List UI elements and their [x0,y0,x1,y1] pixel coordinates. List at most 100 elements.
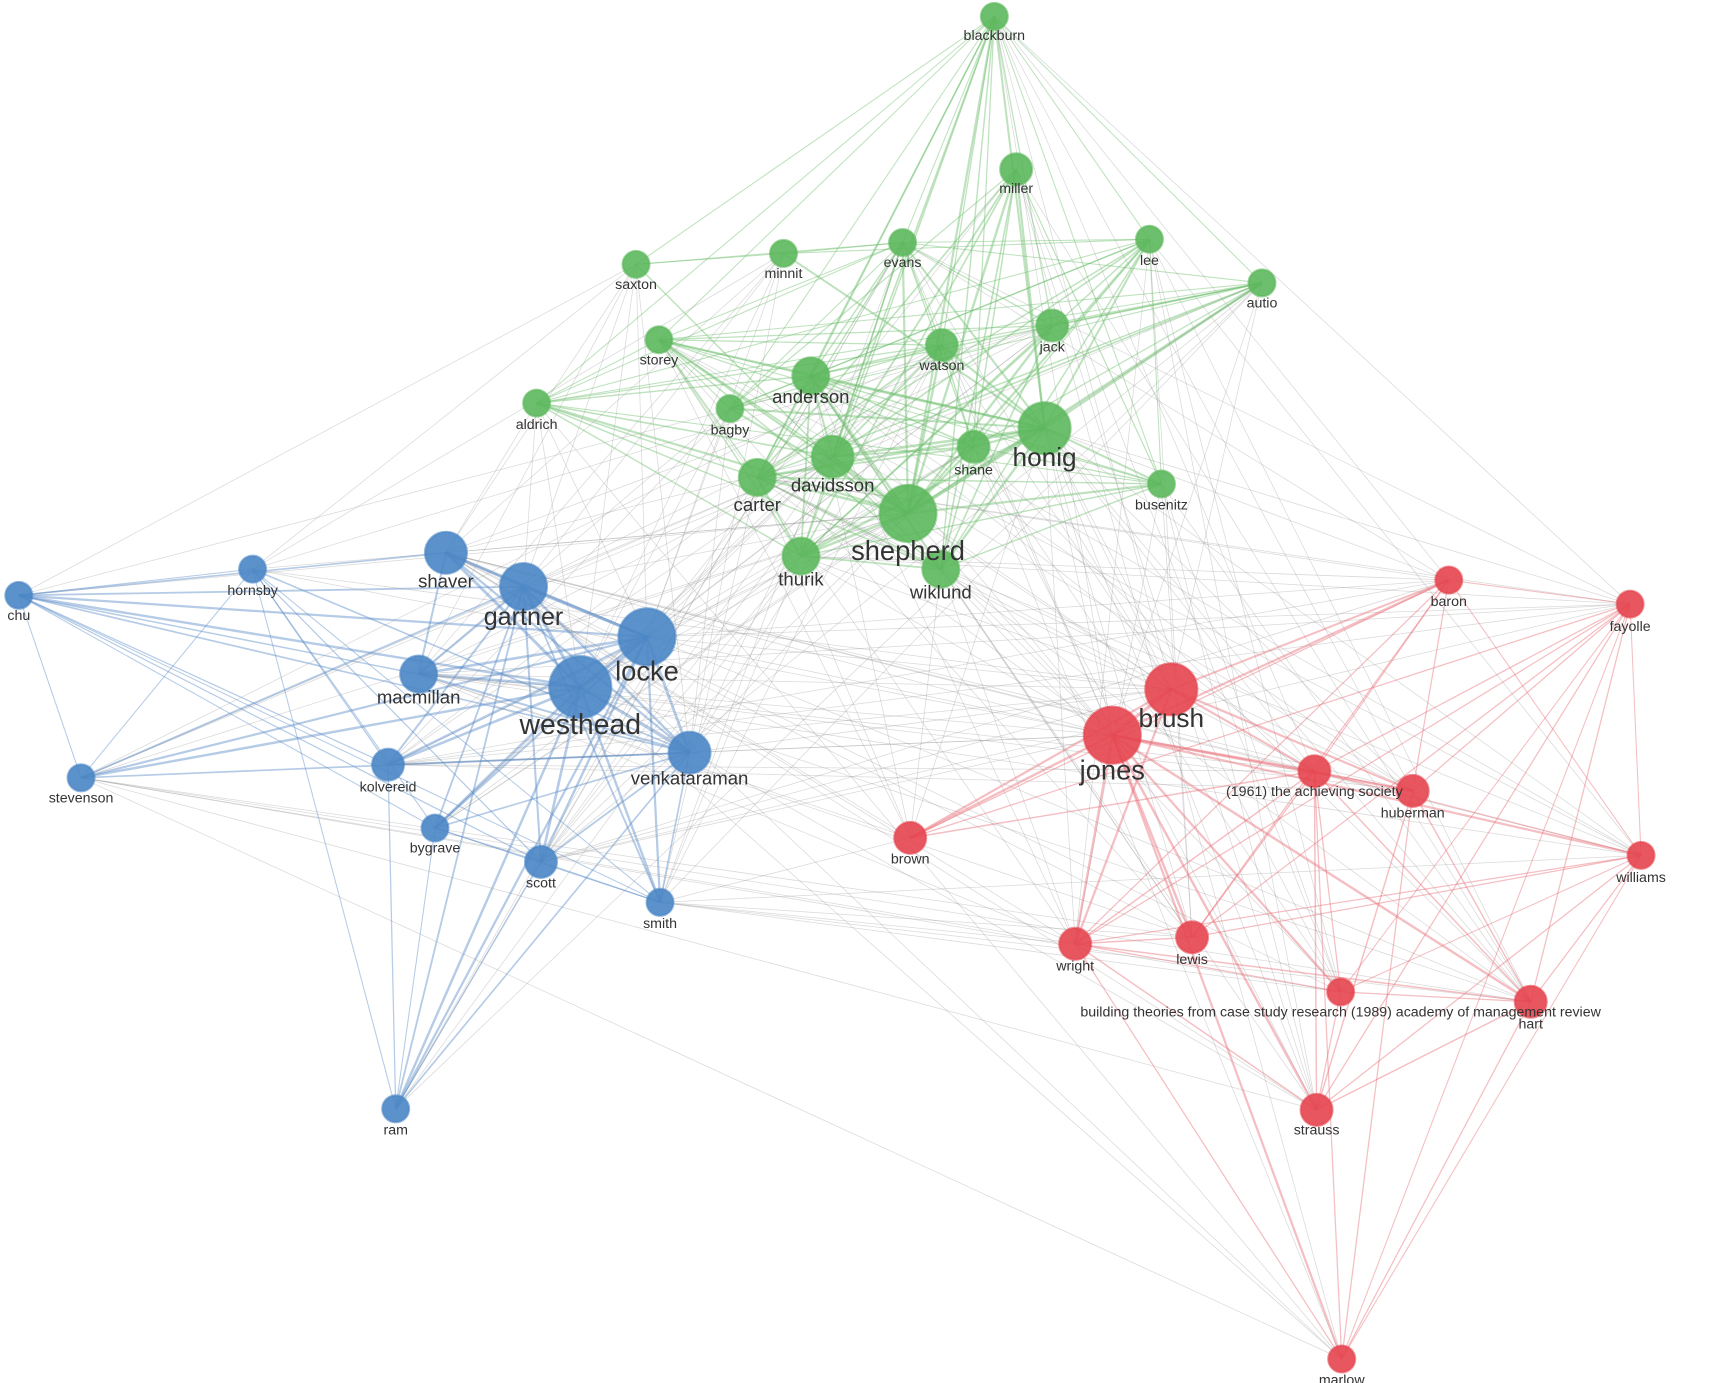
edge-thurik-brush [800,555,1172,690]
edge-busenitz-building [1161,483,1341,993]
node-lewis[interactable] [1175,920,1210,955]
edge-anderson-busenitz [810,375,1162,485]
node-brush[interactable] [1144,662,1199,717]
edge-jones-marlow [1111,734,1343,1360]
node-locke[interactable] [617,607,677,667]
edge-saxton-chu [18,264,637,596]
edge-smith-wright [660,901,1076,945]
edge-locke-ram [394,636,648,1110]
edge-blackburn-autio [993,16,1263,284]
node-williams[interactable] [1626,840,1656,870]
edge-venkataraman-brush [689,688,1172,754]
node-bagby[interactable] [715,394,745,424]
edge-evans-fayolle [902,242,1631,605]
edge-miller-busenitz [1015,169,1163,485]
edge-honig-baron [1044,427,1449,581]
node-fayolle[interactable] [1615,589,1645,619]
edge-lee-williams [1149,239,1642,856]
node-shaver[interactable] [423,530,469,575]
node-honig[interactable] [1017,401,1072,456]
node-label-ram: ram [383,1123,407,1139]
node-watson[interactable] [924,328,959,363]
edge-williams-wright [1075,854,1642,945]
node-minnit[interactable] [768,238,799,268]
node-autio[interactable] [1247,268,1277,298]
edge-storey-watson [658,339,942,346]
edge-achieving-brown [910,770,1315,839]
edge-storey-carter [658,339,758,478]
node-blackburn[interactable] [979,1,1009,31]
node-venkataraman[interactable] [667,730,712,775]
node-wiklund[interactable] [921,549,961,589]
node-gartner[interactable] [498,562,549,612]
edge-macmillan-brown [418,673,911,839]
edge-shepherd-gartner [523,513,909,588]
node-label-evans: evans [884,255,922,271]
edge-wright-lewis [1075,936,1193,945]
node-huberman[interactable] [1395,773,1430,808]
node-shane[interactable] [956,429,991,464]
edge-lee-shane [973,238,1150,448]
node-hornsby[interactable] [238,554,268,584]
node-macmillan[interactable] [399,654,439,694]
node-shepherd[interactable] [878,483,938,544]
node-label-wiklund: wiklund [909,582,972,603]
edge-bygrave-ram [395,827,436,1109]
node-jack[interactable] [1035,308,1070,343]
node-building[interactable] [1326,977,1356,1007]
node-marlow[interactable] [1327,1344,1357,1374]
edge-macmillan-wright [418,673,1076,945]
edge-jack-chu [18,325,1053,596]
node-label-smith: smith [643,916,677,932]
node-label-marlow: marlow [1319,1373,1365,1383]
edge-watson-smith [659,345,943,903]
node-achieving[interactable] [1297,754,1332,789]
edge-hornsby-stevenson [80,568,253,779]
edge-blackburn-lee [993,16,1150,240]
edge-jack-shaver [445,325,1053,554]
edge-aldrich-wiklund [536,402,942,570]
node-westhead[interactable] [548,655,613,720]
edge-chu-locke [18,594,648,638]
node-busenitz[interactable] [1146,469,1176,499]
node-label-fayolle: fayolle [1610,619,1651,635]
node-kolvereid[interactable] [370,747,406,782]
edge-huberman-marlow [1341,790,1414,1360]
node-ram[interactable] [381,1094,411,1124]
edge-blackburn-anderson [810,16,995,377]
node-lee[interactable] [1134,224,1164,254]
node-thurik[interactable] [781,536,821,576]
node-anderson[interactable] [791,356,831,396]
edge-lee-davidsson [832,238,1150,458]
edge-storey-huberman [658,339,1413,792]
edge-westhead-kolvereid [387,685,581,766]
node-wright[interactable] [1058,926,1093,961]
node-saxton[interactable] [621,249,651,279]
node-brown[interactable] [893,820,928,855]
node-aldrich[interactable] [522,388,552,418]
node-stevenson[interactable] [66,763,96,793]
edge-williams-building [1340,854,1642,993]
node-scott[interactable] [523,844,559,879]
node-miller[interactable] [999,152,1034,187]
edge-williams-lewis [1191,854,1642,938]
node-chu[interactable] [4,580,34,610]
node-storey[interactable] [644,325,674,355]
node-smith[interactable] [645,887,675,917]
edge-macmillan-lewis [418,673,1193,938]
node-evans[interactable] [888,227,918,258]
edge-blackburn-saxton [635,15,995,265]
node-strauss[interactable] [1299,1092,1334,1127]
edge-evans-lee [902,238,1150,244]
node-carter[interactable] [737,457,777,497]
edge-chu-westhead [18,594,581,689]
nodes-layer [4,1,1656,1374]
node-bygrave[interactable] [420,813,450,843]
node-davidsson[interactable] [810,434,855,479]
edge-shaver-lewis [445,552,1193,938]
node-hart[interactable] [1513,984,1548,1019]
node-baron[interactable] [1434,565,1464,595]
node-jones[interactable] [1082,705,1142,765]
edge-honig-brown [909,428,1045,839]
edge-wright-hart [1075,943,1531,1003]
